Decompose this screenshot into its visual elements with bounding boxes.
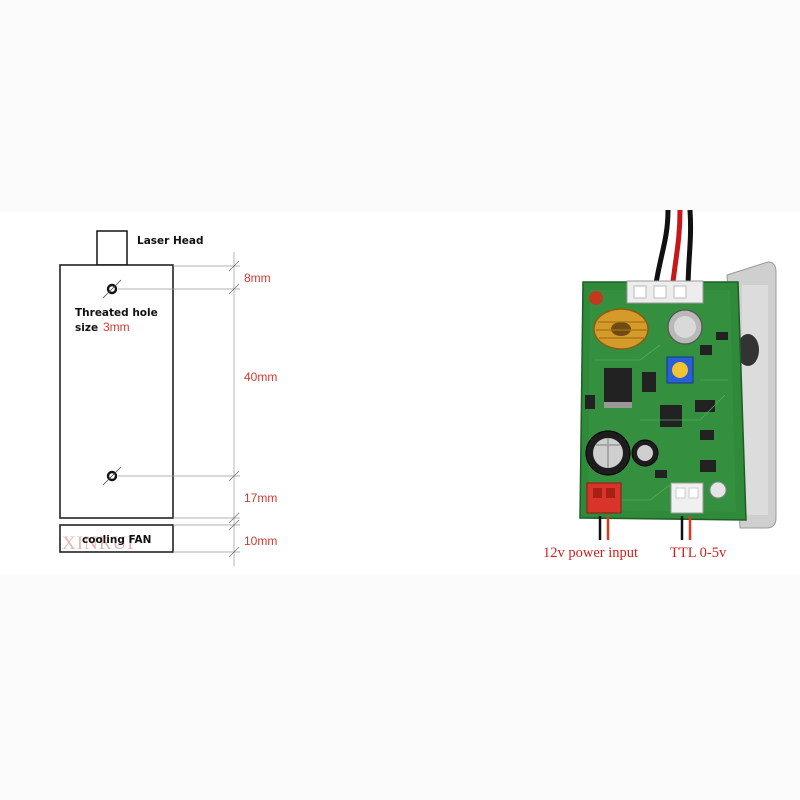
threaded-hole-label: Threated hole xyxy=(75,307,158,319)
laser-head-label: Laser Head xyxy=(137,235,204,247)
regulator-chip xyxy=(604,368,632,402)
dimension-ticks xyxy=(228,260,240,558)
cooling-fan-label: cooling FAN xyxy=(82,534,151,546)
laser-head-cap xyxy=(96,230,128,266)
heatsink-screw xyxy=(737,334,759,366)
dim-fan-label: 10mm xyxy=(244,534,277,548)
power-connector xyxy=(586,482,622,514)
watermark-text: XINRUI xyxy=(62,533,135,554)
extension-lines xyxy=(118,265,240,553)
dim-middle-label: 40mm xyxy=(244,370,277,384)
cooling-fan-box xyxy=(59,524,174,553)
hole-top xyxy=(102,279,122,299)
ttl-label: TTL 0-5v xyxy=(670,545,727,561)
hole-size-label: size xyxy=(75,322,98,334)
power-input-label: 12v power input xyxy=(543,545,638,561)
dimension-diagram: Laser Head Threated hole size 3mm 8mm 40… xyxy=(59,230,277,566)
module-body xyxy=(59,264,174,519)
driver-board: 12v power input TTL 0-5v xyxy=(543,209,777,561)
hole-bottom xyxy=(102,466,122,486)
hole-size-value: 3mm xyxy=(103,320,130,334)
cable-red xyxy=(669,209,683,291)
dim-top-label: 8mm xyxy=(244,271,271,285)
dim-bottom-label: 17mm xyxy=(244,491,277,505)
cable-black xyxy=(652,209,671,291)
